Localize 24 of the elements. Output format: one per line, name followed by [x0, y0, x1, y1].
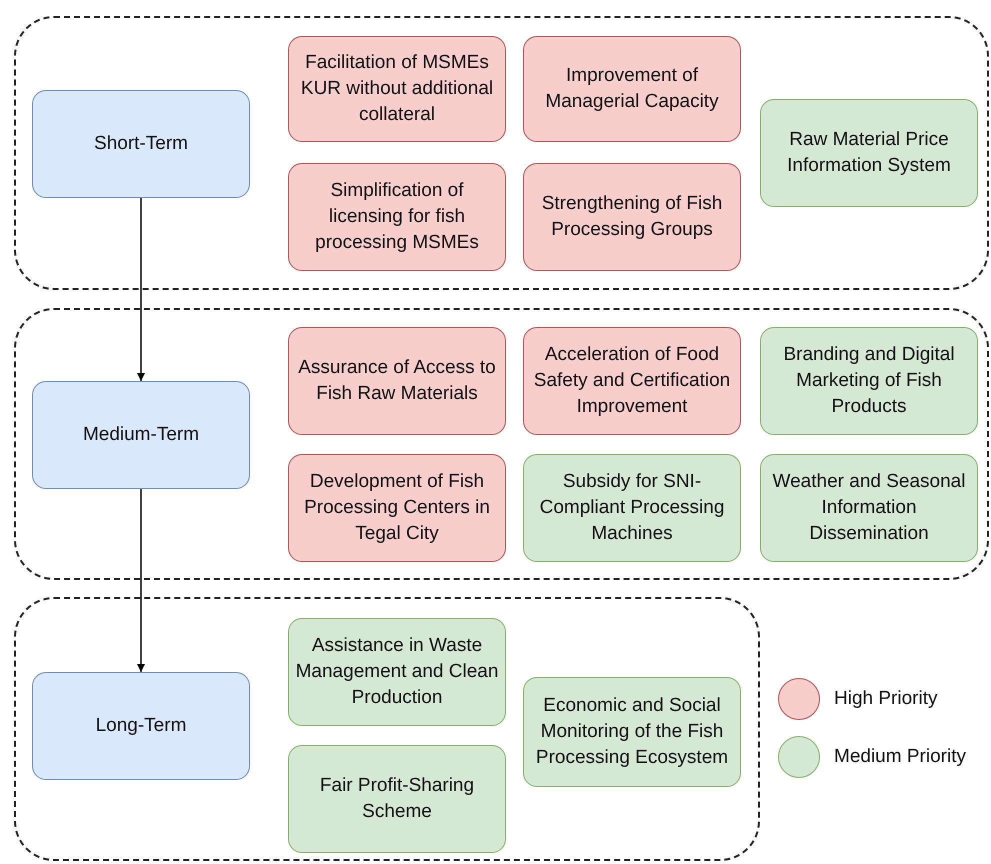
phase-box: Medium-Term — [32, 381, 250, 489]
program-box: Raw Material Price Information System — [760, 99, 978, 207]
arrow — [137, 489, 145, 672]
dashed-group-frame — [14, 16, 989, 290]
dashed-group-frame — [14, 597, 760, 861]
phase-box: Long-Term — [32, 672, 250, 780]
arrow — [137, 198, 145, 381]
program-box: Economic and Social Monitoring of the Fish Processing Ecosystem — [523, 677, 741, 787]
program-box: Acceleration of Food Safety and Certification Improvement — [523, 327, 741, 435]
program-box: Assistance in Waste Management and Clean Production — [288, 618, 506, 726]
legend-label: High Priority — [834, 688, 938, 710]
legend-label: Medium Priority — [834, 746, 966, 768]
program-box: Improvement of Managerial Capacity — [523, 36, 741, 142]
program-box: Fair Profit-Sharing Scheme — [288, 745, 506, 853]
program-box: Branding and Digital Marketing of Fish Products — [760, 327, 978, 435]
program-box: Strengthening of Fish Processing Groups — [523, 163, 741, 271]
program-box: Subsidy for SNI-Compliant Processing Machines — [523, 454, 741, 562]
program-box: Simplification of licensing for fish processing MSMEs — [288, 163, 506, 271]
phase-box: Short-Term — [32, 90, 250, 198]
program-box: Facilitation of MSMEs KUR without additional collateral — [288, 36, 506, 142]
program-box: Development of Fish Processing Centers in Tegal City — [288, 454, 506, 562]
program-box: Weather and Seasonal Information Dissemination — [760, 454, 978, 562]
dashed-group-frame — [14, 308, 989, 580]
program-box: Assurance of Access to Fish Raw Materials — [288, 327, 506, 435]
